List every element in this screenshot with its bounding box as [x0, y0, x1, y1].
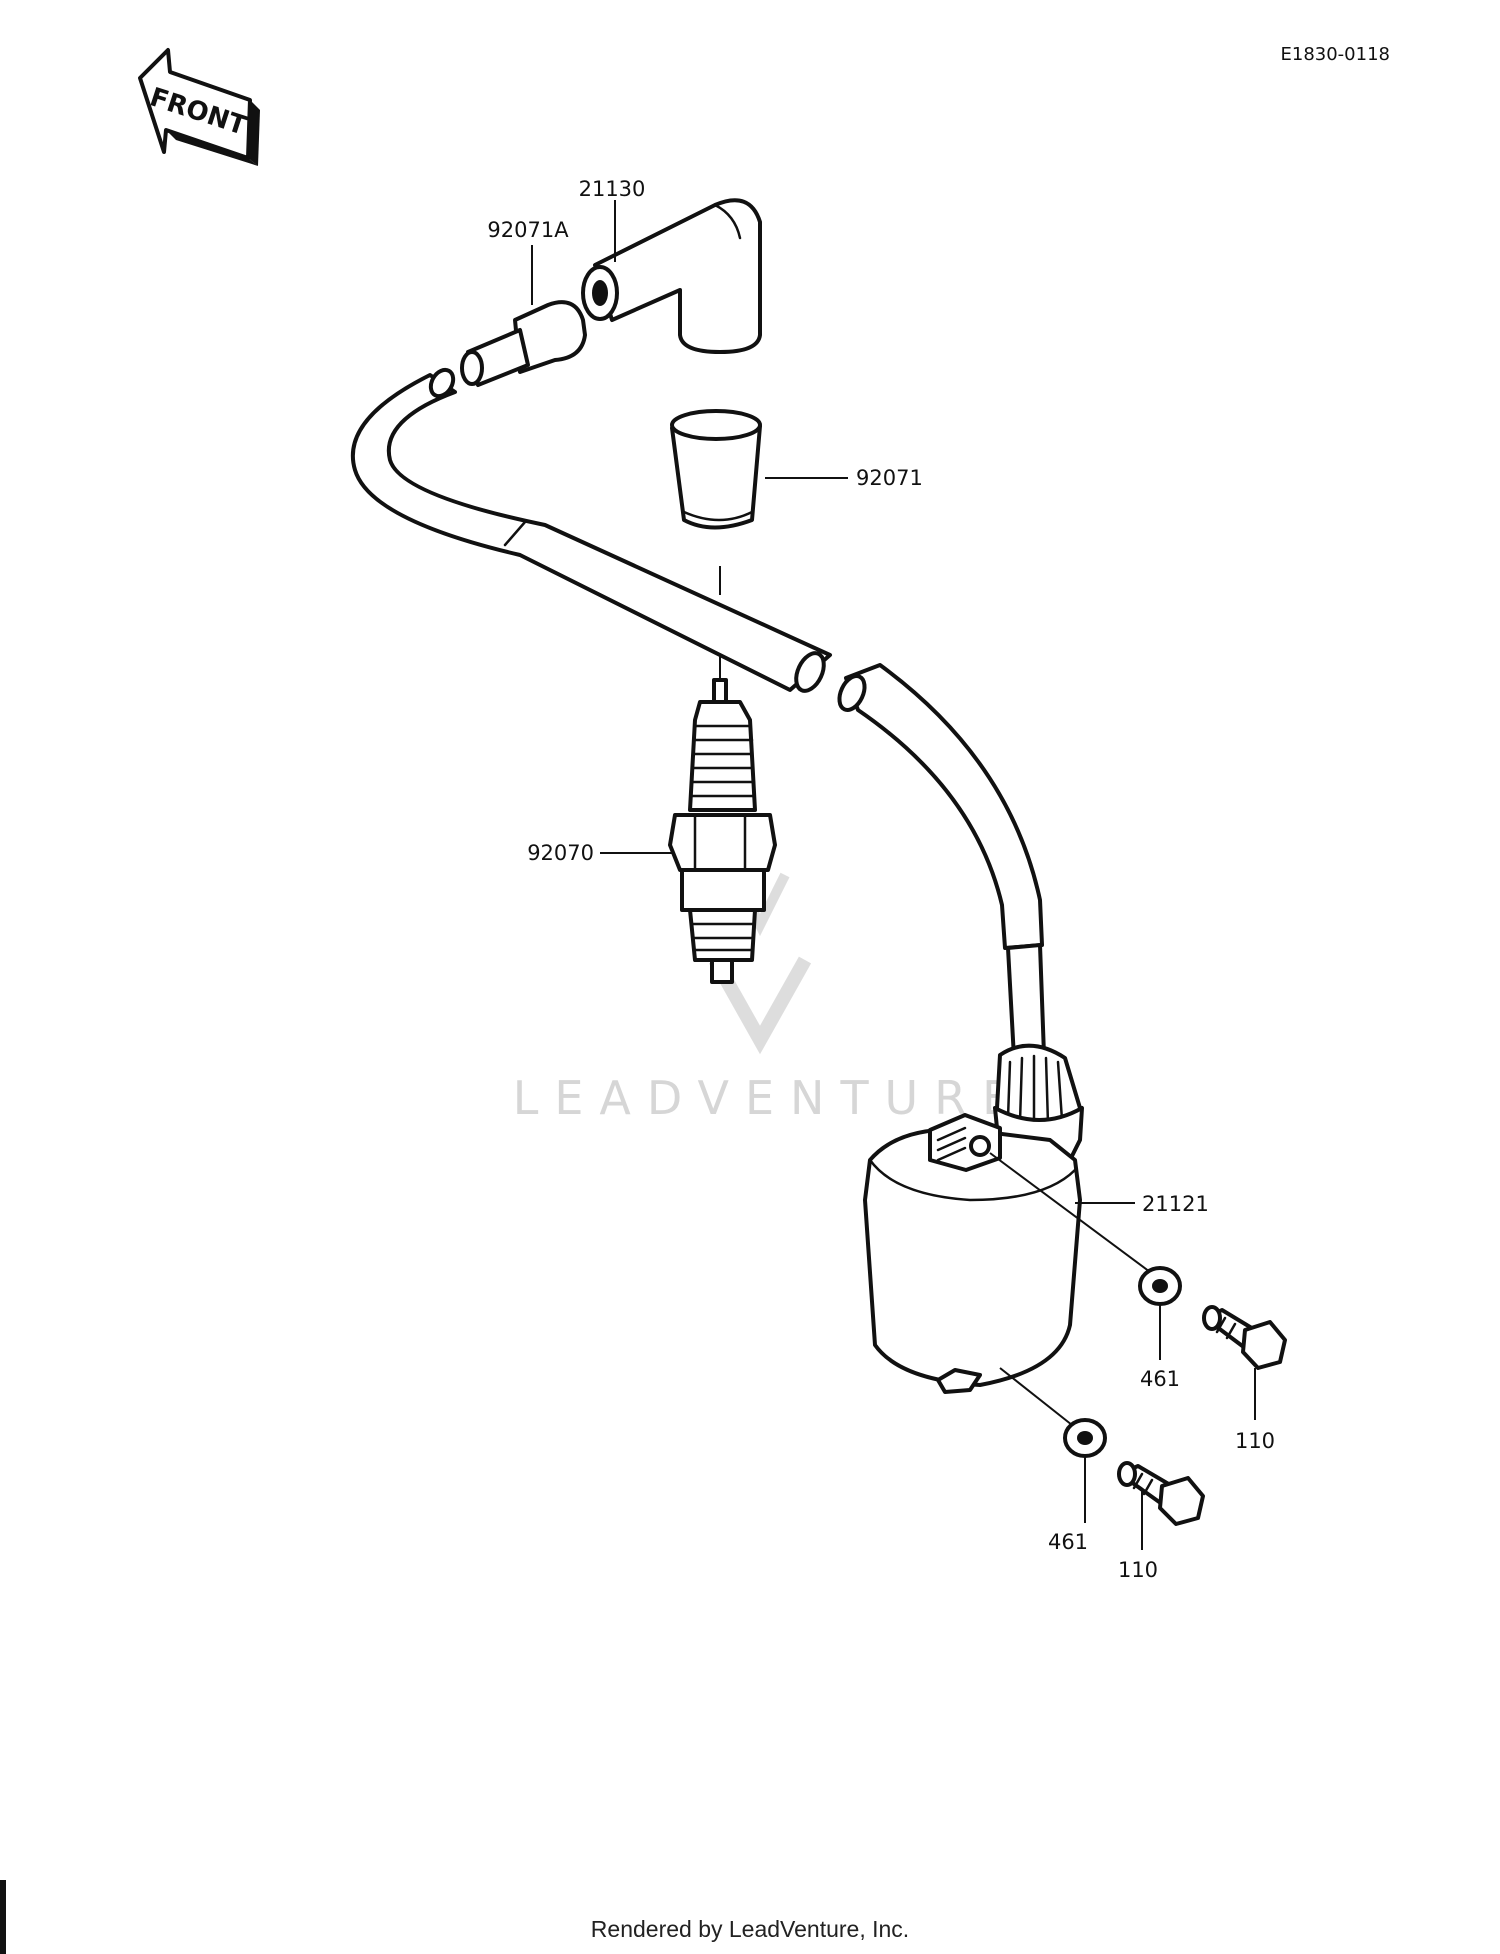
label-21121[interactable]: 21121 — [1142, 1192, 1209, 1216]
label-110-upper[interactable]: 110 — [1235, 1429, 1275, 1453]
label-461-lower[interactable]: 461 — [1048, 1530, 1088, 1554]
label-110-lower[interactable]: 110 — [1118, 1558, 1158, 1582]
spark-plug — [668, 678, 777, 984]
footer-credit: Rendered by LeadVenture, Inc. — [591, 1916, 909, 1942]
ignition-cable — [350, 367, 1046, 1060]
svg-text:LEADVENTURE: LEADVENTURE — [513, 1071, 1028, 1125]
watermark: LEADVENTURE — [513, 872, 1028, 1125]
label-92071[interactable]: 92071 — [856, 466, 923, 490]
label-92071A[interactable]: 92071A — [487, 218, 569, 242]
scan-edge-mark — [0, 1880, 6, 1954]
front-arrow-icon: FRONT — [138, 48, 260, 166]
ignition-coil — [863, 1043, 1084, 1394]
spark-plug-cap — [581, 198, 762, 354]
bolt-upper — [1202, 1305, 1287, 1370]
label-21130[interactable]: 21130 — [579, 177, 646, 201]
cap-boot — [670, 409, 762, 530]
washer-upper — [1138, 1266, 1182, 1306]
cap-seal-small — [460, 300, 587, 387]
label-92070[interactable]: 92070 — [527, 841, 594, 865]
bolt-lower — [1117, 1461, 1205, 1526]
diagram-code: E1830-0118 — [1281, 44, 1391, 65]
label-461-upper[interactable]: 461 — [1140, 1367, 1180, 1391]
leader-lines — [531, 200, 1256, 1550]
